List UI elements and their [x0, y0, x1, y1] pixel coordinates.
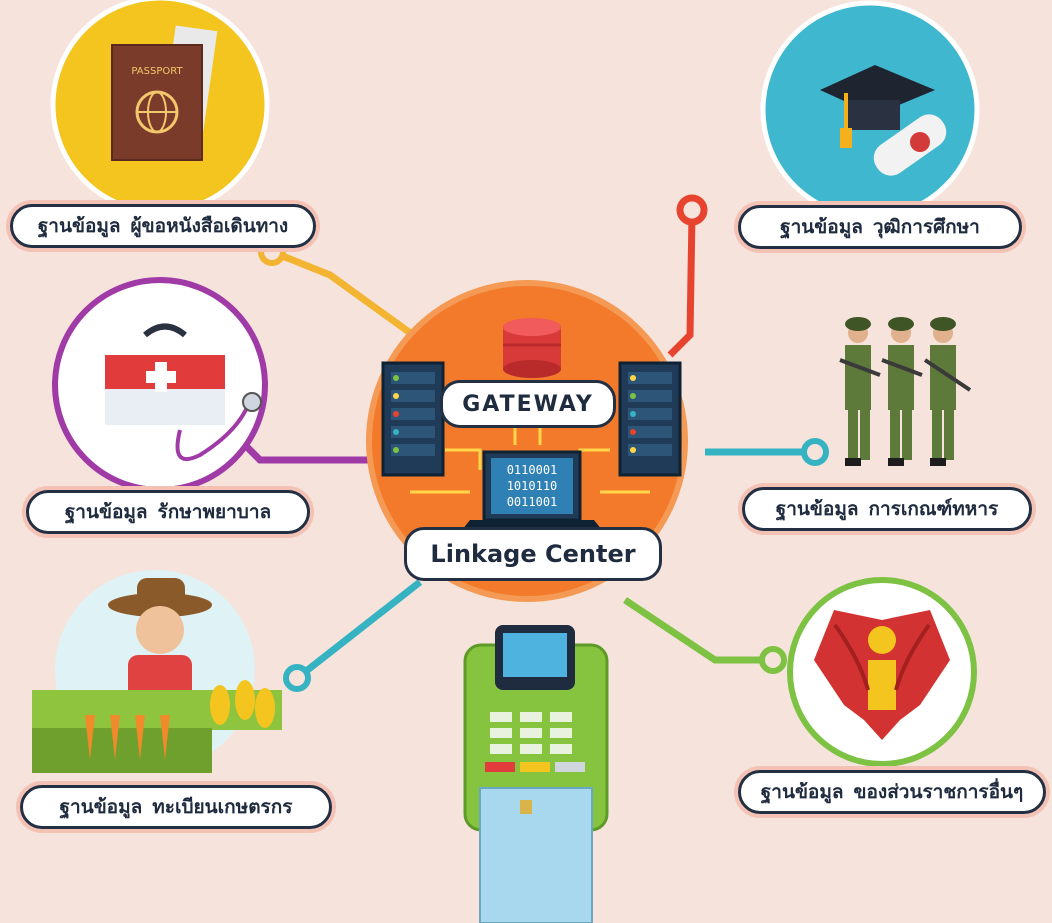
farmer-icon — [32, 578, 282, 773]
binary-line-3: 0011001 — [507, 495, 558, 509]
node-prefix: ฐานข้อมูล — [775, 498, 859, 520]
laptop-icon: 0110001 1010110 0011001 — [462, 450, 602, 530]
medical-kit-icon — [105, 323, 262, 462]
node-prefix: ฐานข้อมูล — [59, 796, 143, 818]
node-label-farmer: ฐานข้อมูล ทะเบียนเกษตรกร — [20, 785, 332, 829]
education-circle — [760, 0, 980, 220]
military-circle — [839, 317, 972, 466]
farmer-circle — [32, 570, 282, 773]
connector-passport — [258, 238, 423, 343]
medical-circle — [52, 277, 268, 493]
server-rack-left-icon — [381, 361, 445, 477]
node-prefix: ฐานข้อมูล — [780, 216, 863, 238]
node-name: การเกณฑ์ทหาร — [868, 498, 999, 520]
government-circle — [787, 577, 977, 767]
node-name: รักษาพยาบาล — [157, 501, 272, 523]
graduation-cap-icon — [820, 65, 947, 176]
node-prefix: ฐานข้อมูล — [37, 215, 121, 237]
node-name: วุฒิการศึกษา — [872, 216, 980, 238]
node-name: ผู้ขอหนังสือเดินทาง — [130, 215, 289, 237]
node-label-passport: ฐานข้อมูล ผู้ขอหนังสือเดินทาง — [10, 204, 316, 248]
node-label-government: ฐานข้อมูล ของส่วนราชการอื่นๆ — [738, 770, 1046, 814]
node-name: ของส่วนราชการอื่นๆ — [853, 781, 1024, 803]
gateway-label: GATEWAY — [440, 380, 616, 428]
connector-farmer — [283, 579, 423, 692]
linkage-hub: 0110001 1010110 0011001 — [366, 280, 688, 602]
card-terminal-icon — [463, 625, 609, 923]
server-rack-right-icon — [618, 361, 682, 477]
node-prefix: ฐานข้อมูล — [760, 781, 844, 803]
node-label-education: ฐานข้อมูล วุฒิการศึกษา — [738, 205, 1022, 249]
node-label-medical: ฐานข้อมูล รักษาพยาบาล — [26, 490, 310, 534]
binary-line-2: 1010110 — [507, 479, 558, 493]
passport-circle: PASSPORT — [50, 0, 270, 215]
garuda-emblem-icon — [814, 610, 950, 740]
node-name: ทะเบียนเกษตรกร — [152, 796, 293, 818]
binary-line-1: 0110001 — [507, 463, 558, 477]
passport-icon: PASSPORT — [111, 25, 218, 161]
connector-government — [623, 597, 787, 674]
connector-education — [667, 194, 708, 358]
node-prefix: ฐานข้อมูล — [64, 501, 148, 523]
node-label-military: ฐานข้อมูล การเกณฑ์ทหาร — [742, 487, 1032, 531]
connector-military — [705, 438, 829, 466]
linkage-center-label: Linkage Center — [404, 527, 662, 581]
soldiers-icon — [839, 317, 972, 466]
passport-label: PASSPORT — [131, 66, 183, 77]
database-icon — [503, 318, 561, 378]
